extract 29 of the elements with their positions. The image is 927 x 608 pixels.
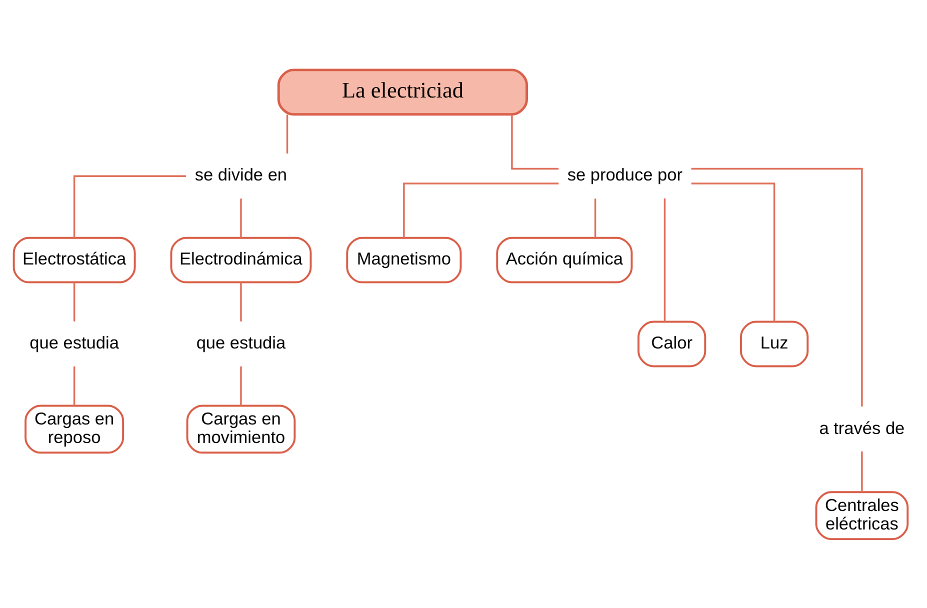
node-text: que estudia xyxy=(196,332,286,352)
node-text: se produce por xyxy=(567,164,683,184)
node-text: se divide en xyxy=(194,164,288,184)
connector xyxy=(511,114,559,170)
node-box: Electrostática xyxy=(12,236,136,283)
connector xyxy=(240,198,242,237)
connector xyxy=(73,366,76,405)
node-text: que estudia xyxy=(30,332,119,352)
node-box: Magnetismo xyxy=(346,236,462,283)
node-box: Centrales eléctricas xyxy=(815,490,909,540)
node-box: Acción química xyxy=(496,236,633,283)
connector xyxy=(240,366,242,405)
connector xyxy=(594,198,596,237)
connector xyxy=(73,174,186,238)
connector xyxy=(691,182,776,322)
node-text: a través de xyxy=(819,417,905,438)
node-box: Cargas en reposo xyxy=(24,404,124,454)
connector xyxy=(240,282,242,321)
node-box: Luz xyxy=(740,320,809,367)
node-box: Calor xyxy=(638,320,706,367)
connector xyxy=(664,198,666,322)
connector xyxy=(403,182,559,237)
node-box: La electriciad xyxy=(277,68,528,116)
connector xyxy=(286,114,288,154)
connector xyxy=(691,167,863,406)
connector xyxy=(73,282,76,321)
node-box: Electrodinámica xyxy=(170,236,312,283)
node-box: Cargas en movimiento xyxy=(186,404,296,454)
connector xyxy=(861,450,863,492)
